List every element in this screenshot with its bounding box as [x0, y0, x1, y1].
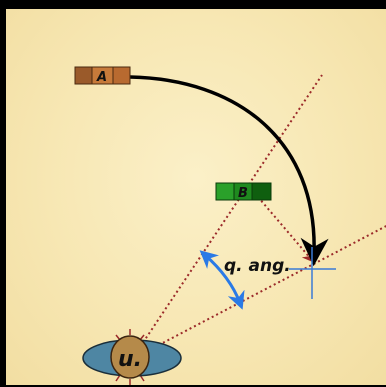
move-arc-arrow: [129, 75, 329, 267]
block-b: B: [215, 182, 272, 201]
angle-label: q. ang.: [224, 256, 291, 276]
block-b-label: B: [238, 186, 248, 201]
user-label: u.: [118, 347, 142, 372]
target-crosshair: [289, 247, 336, 299]
user-head: u.: [82, 329, 182, 385]
angle-arrow: [199, 250, 245, 310]
block-a: A: [74, 66, 131, 85]
sight-line-lower: [131, 225, 386, 360]
diagram-canvas: q. ang. A B u.: [74, 66, 386, 385]
block-a-label: A: [96, 70, 107, 85]
sight-line-upper: [131, 74, 323, 360]
block-b-to-target-line: [257, 196, 315, 263]
